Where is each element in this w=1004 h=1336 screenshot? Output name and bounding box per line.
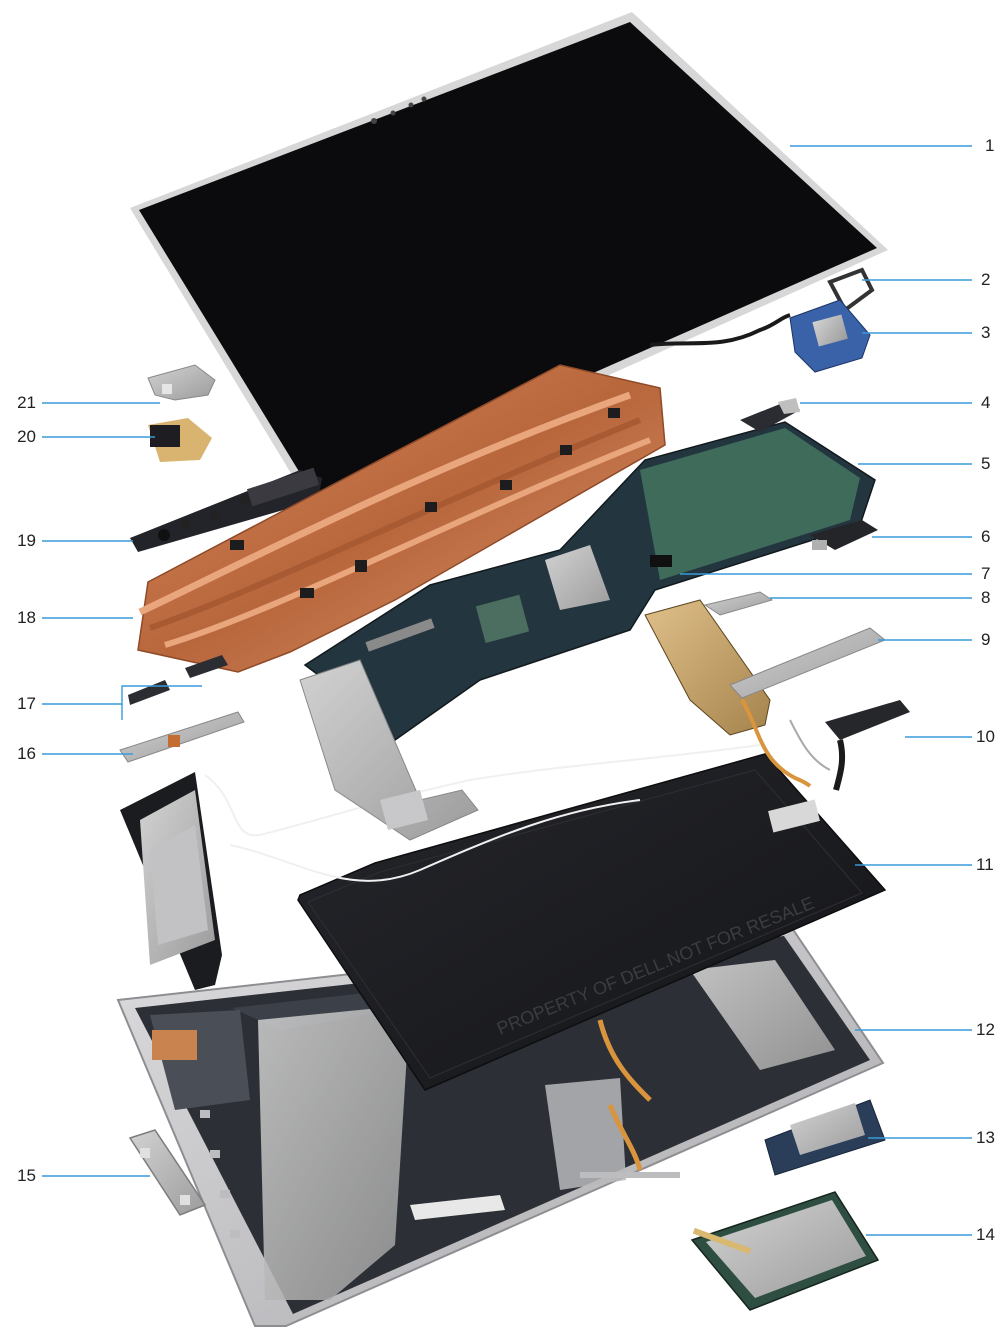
callout-11: 11 [976, 855, 994, 874]
callout-18: 18 [17, 608, 36, 627]
callout-9: 9 [981, 630, 991, 649]
callout-21: 21 [17, 393, 36, 412]
speaker-bracket [119, 711, 245, 763]
copper-heat-sink [137, 364, 666, 673]
io-board [649, 299, 871, 373]
camera-bracket [147, 364, 216, 401]
callout-16: 16 [17, 744, 36, 763]
callout-15: 15 [17, 1166, 36, 1185]
callout-12: 12 [976, 1020, 995, 1039]
small-brackets-pair [128, 655, 228, 705]
connector-bracket [810, 520, 878, 550]
camera-module [148, 418, 212, 462]
callout-13: 13 [976, 1128, 995, 1147]
chassis-back-cover [116, 923, 885, 1327]
callout-leader-lines [42, 145, 972, 1236]
speaker-module-right [644, 599, 771, 736]
leader-line-17 [42, 685, 202, 705]
callout-17: 17 [17, 694, 36, 713]
callout-3: 3 [981, 323, 991, 342]
small-bracket-b [703, 591, 774, 616]
power-button-module [825, 700, 910, 791]
callout-14: 14 [976, 1225, 995, 1244]
callout-4: 4 [981, 393, 991, 412]
callout-6: 6 [981, 527, 991, 546]
display-panel [130, 12, 888, 508]
callout-2: 2 [981, 270, 991, 289]
callout-8: 8 [981, 588, 991, 607]
camera-sensor-strip [130, 467, 322, 552]
motherboard [303, 421, 876, 741]
hinge-bracket [128, 1129, 207, 1216]
callout-10: 10 [976, 727, 995, 746]
small-bracket-a [740, 398, 800, 432]
wwan-card [690, 1191, 880, 1311]
speaker-module-left [120, 772, 222, 990]
callout-20: 20 [17, 427, 36, 446]
callout-1: 1 [985, 136, 995, 155]
motherboard-shield [299, 659, 479, 841]
callout-5: 5 [981, 454, 991, 473]
callout-19: 19 [17, 531, 36, 550]
ssd-module [764, 1099, 886, 1176]
callout-7: 7 [981, 564, 991, 583]
